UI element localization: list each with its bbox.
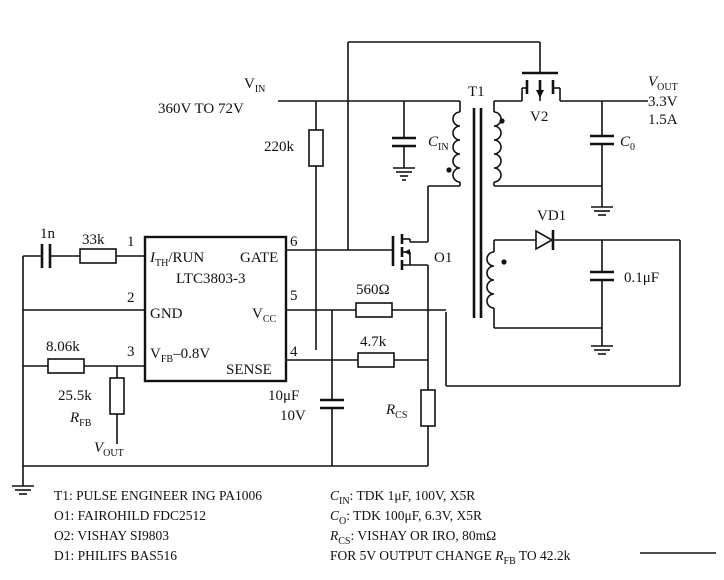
o1-arrow <box>404 249 410 255</box>
diode-vd1-label: VD1 <box>537 208 566 224</box>
vout-voltage-label: 3.3V <box>648 94 678 110</box>
t1-secondary-winding <box>493 111 502 183</box>
cin-label: CIN <box>428 134 449 153</box>
ground-symbol <box>393 167 415 181</box>
resistor-25-5k-label: 25.5k <box>58 388 92 404</box>
resistor-220k <box>308 129 324 167</box>
resistor-560 <box>355 302 393 318</box>
rcs-label: RCS <box>385 402 407 421</box>
t1-bias-winding <box>486 251 495 309</box>
resistor-8-06k-label: 8.06k <box>46 339 80 355</box>
capacitor-10u-voltage: 10V <box>280 408 306 424</box>
note-t1: T1: PULSE ENGINEER ING PA1006 <box>54 488 262 503</box>
resistor-8-06k <box>47 358 85 374</box>
ic-pin-number-2: 2 <box>127 290 135 306</box>
capacitor-01u-label: 0.1μF <box>624 270 659 286</box>
v2-body-diode-arrow <box>536 90 544 98</box>
diode-vd1 <box>535 229 554 251</box>
ic-pin-sense: SENSE <box>226 362 272 378</box>
rfb-label: RFB <box>69 410 92 429</box>
t1-primary-dot <box>446 167 452 173</box>
t1-secondary-dot <box>499 118 505 124</box>
note-co: CO: TDK 100μF, 6.3V, X5R <box>330 508 482 527</box>
ic-pin-number-1: 1 <box>127 234 135 250</box>
ic-pin-number-4: 4 <box>290 344 298 360</box>
capacitor-1n-label: 1n <box>40 226 56 242</box>
ic-pin-number-3: 3 <box>127 344 135 360</box>
ic-pin-number-5: 5 <box>290 288 298 304</box>
o1-label: O1 <box>434 250 452 266</box>
v2-label: V2 <box>530 109 548 125</box>
note-rfb-change: FOR 5V OUTPUT CHANGE RFB TO 42.2k <box>330 548 571 567</box>
ic-pin-vfb: VFB–0.8V <box>150 346 210 365</box>
t1-primary-winding <box>452 111 461 183</box>
vout-current-label: 1.5A <box>648 112 678 128</box>
note-rcs: RCS: VISHAY OR IRO, 80mΩ <box>329 528 496 547</box>
vout-feedback-label: VOUT <box>94 440 124 459</box>
resistor-33k-label: 33k <box>82 232 105 248</box>
ic-pin-ith-run: ITH/RUN <box>149 250 204 269</box>
ic-ltc3803-3 <box>143 235 288 383</box>
note-o2: O2: VISHAY SI9803 <box>54 528 169 543</box>
c0-label: C0 <box>620 134 635 153</box>
transformer-t1-label: T1 <box>468 84 485 100</box>
vin-label: VIN <box>244 76 265 95</box>
ground-symbol <box>591 345 613 355</box>
ic-pin-gnd: GND <box>150 306 183 322</box>
resistor-560-label: 560Ω <box>356 282 390 298</box>
svg-text:VIN: VIN <box>244 76 265 95</box>
resistor-25-5k-rfb <box>109 377 125 415</box>
ic-part-name: LTC3803-3 <box>176 271 245 287</box>
resistor-220k-label: 220k <box>264 139 295 155</box>
resistor-4-7k <box>357 352 395 368</box>
capacitor-10u-value: 10μF <box>268 388 299 404</box>
ground-symbol <box>12 485 34 495</box>
note-d1: D1: PHILIFS BAS516 <box>54 548 177 563</box>
vin-range-label: 360V TO 72V <box>158 101 244 117</box>
note-cin: CIN: TDK 1μF, 100V, X5R <box>330 488 475 507</box>
ground-symbol <box>591 206 613 216</box>
note-o1: O1: FAIROHILD FDC2512 <box>54 508 206 523</box>
t1-bias-dot <box>501 259 507 265</box>
resistor-4-7k-label: 4.7k <box>360 334 387 350</box>
vout-label: VOUT <box>648 74 678 93</box>
ic-pin-vcc: VCC <box>252 306 277 325</box>
ic-pin-number-6: 6 <box>290 234 298 250</box>
resistor-33k <box>79 248 117 264</box>
resistor-rcs <box>420 389 436 427</box>
ic-pin-gate: GATE <box>240 250 278 266</box>
